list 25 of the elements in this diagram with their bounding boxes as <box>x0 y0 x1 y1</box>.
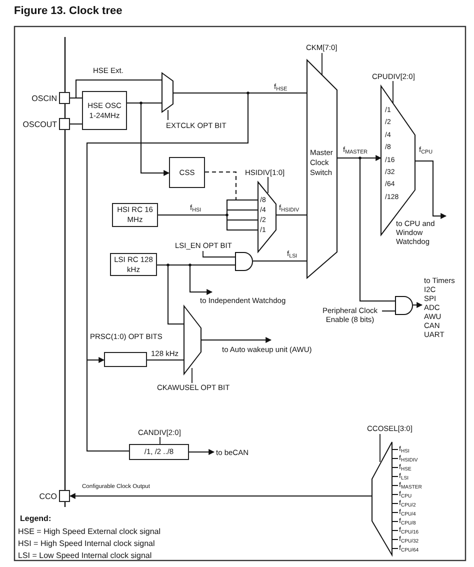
pin-label: OSCOUT <box>22 120 57 129</box>
signal-arrow <box>126 102 170 176</box>
annotation: LSI = Low Speed Internal clock signal <box>18 551 152 561</box>
figure-title: Figure 13. Clock tree <box>14 5 122 17</box>
signal-line <box>336 158 396 302</box>
signal-line <box>252 260 308 262</box>
signal-arrow <box>414 160 447 219</box>
pin-label: OSCIN <box>30 94 57 103</box>
signal-line <box>382 310 396 312</box>
signal-arrow <box>69 493 372 499</box>
block-box <box>169 157 205 188</box>
annotation: HSI = High Speed Internal clock signal <box>18 539 155 549</box>
signal-arrow <box>200 337 272 343</box>
signal-line <box>276 214 308 216</box>
signal-arrow <box>188 449 215 455</box>
legend-heading: Legend: <box>20 514 52 524</box>
pin-label: CCO <box>38 492 57 501</box>
signal-line <box>86 92 248 452</box>
signal-arrow <box>412 302 423 308</box>
block-box <box>82 91 127 130</box>
signal-line <box>156 264 184 324</box>
annotation: HSE = High Speed External clock signal <box>18 527 161 537</box>
signal-line <box>158 200 258 230</box>
block-box <box>112 203 158 227</box>
block-box <box>104 352 147 367</box>
